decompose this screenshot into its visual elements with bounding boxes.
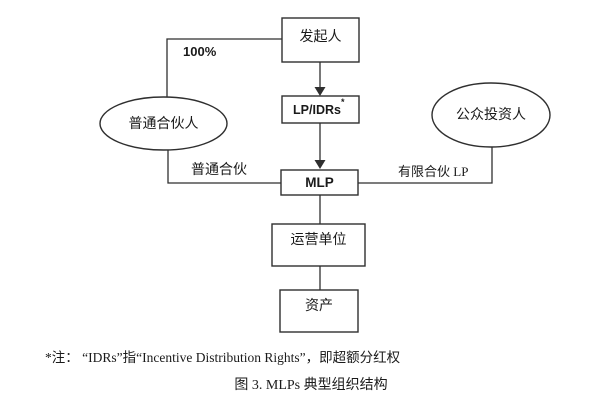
node-operating-unit-label: 运营单位 bbox=[291, 232, 347, 248]
node-mlp-box bbox=[280, 169, 359, 196]
node-mlp-label: MLP bbox=[305, 175, 334, 190]
node-general-partner-label: 普通合伙人 bbox=[129, 116, 199, 132]
edge-public-investors-to-mlp bbox=[358, 146, 493, 184]
node-public-investors-ellipse bbox=[431, 82, 551, 148]
node-operating-unit-box bbox=[271, 223, 366, 267]
node-assets-box bbox=[279, 289, 359, 333]
node-sponsor-label: 发起人 bbox=[300, 29, 342, 45]
node-sponsor-box bbox=[281, 17, 360, 63]
node-assets-label: 资产 bbox=[305, 298, 333, 314]
node-public-investors-label: 公众投资人 bbox=[456, 107, 526, 123]
footnote: *注： “IDRs”指“Incentive Distribution Right… bbox=[45, 349, 401, 365]
edge-general-partner-to-mlp bbox=[167, 149, 281, 184]
edge-sponsor-to-general-partner bbox=[166, 38, 282, 98]
arrow-down-icon bbox=[314, 160, 326, 169]
edge-label-ownership-pct: 100% bbox=[183, 44, 217, 59]
node-lp-idrs-box bbox=[281, 95, 360, 124]
node-general-partner-ellipse bbox=[99, 96, 228, 151]
node-lp-idrs-label: LP/IDRs bbox=[293, 103, 341, 117]
node-lp-idrs-superscript: * bbox=[341, 97, 345, 107]
figure-caption: 图 3. MLPs 典型组织结构 bbox=[234, 377, 387, 393]
edge-label-limited-partnership: 有限合伙 LP bbox=[398, 164, 468, 179]
arrow-down-icon bbox=[314, 87, 326, 96]
edge-label-general-partnership: 普通合伙 bbox=[191, 162, 247, 178]
